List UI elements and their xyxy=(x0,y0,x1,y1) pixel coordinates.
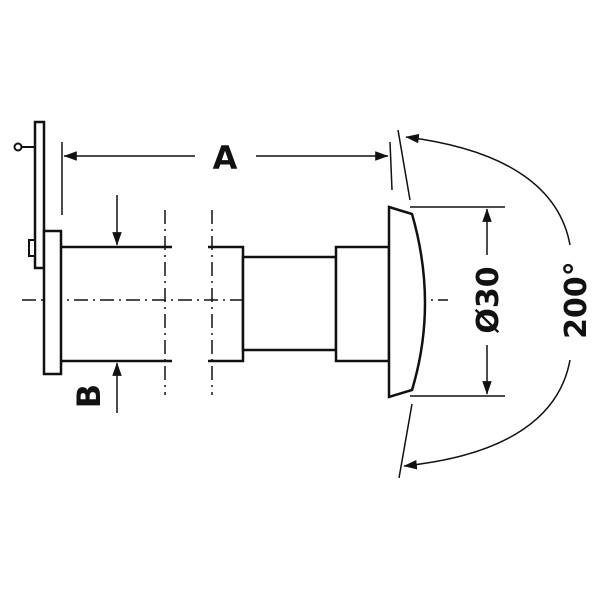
dim-a-label: A xyxy=(213,139,238,177)
inner-flange xyxy=(42,229,63,376)
middle-sleeve xyxy=(241,255,338,352)
pin-icon xyxy=(13,142,35,152)
outer-sleeve xyxy=(334,245,391,363)
plate-stop xyxy=(28,239,36,257)
mounting-plate xyxy=(33,120,46,270)
diameter-label: Ø30 xyxy=(471,266,506,333)
dim-a-extension-right xyxy=(389,141,393,191)
outer-barrel-start xyxy=(208,245,245,363)
angle-label: 200° xyxy=(559,261,594,339)
dim-b-label: B xyxy=(70,384,108,408)
lens-head xyxy=(387,205,427,399)
angle-extension-bottom xyxy=(398,403,413,479)
angle-arc-bottom xyxy=(403,359,571,470)
inner-barrel xyxy=(61,245,172,363)
angle-arc-top xyxy=(405,133,571,246)
angle-extension-top xyxy=(397,129,411,201)
